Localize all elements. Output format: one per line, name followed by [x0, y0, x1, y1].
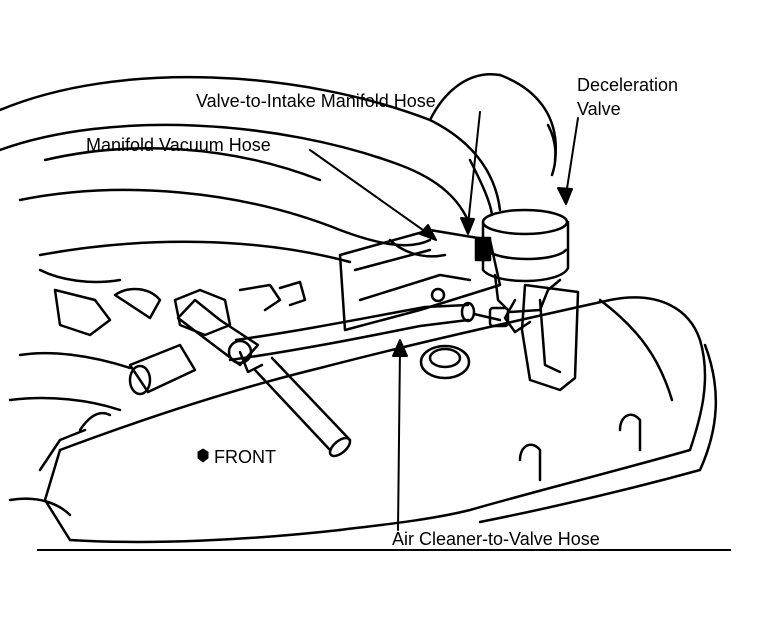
label-front: FRONT: [214, 447, 276, 467]
oil-fill-cap: [419, 344, 471, 380]
bottom-rule: [37, 549, 731, 551]
carburetor-linkage: [8, 268, 307, 517]
leader-lines: [309, 111, 579, 531]
label-deceleration-valve-line1: Deceleration: [577, 75, 679, 95]
label-air-cleaner-to-valve-hose: Air Cleaner-to-Valve Hose: [392, 529, 600, 549]
air-cleaner-hose: [238, 350, 352, 458]
deceleration-valve: [474, 208, 580, 392]
label-manifold-vacuum-hose: Manifold Vacuum Hose: [86, 135, 271, 155]
label-deceleration-valve-line2: Valve: [577, 99, 621, 119]
vacuum-fitting: [128, 298, 260, 396]
front-marker-icon: [197, 448, 209, 463]
label-valve-to-intake-hose: Valve-to-Intake Manifold Hose: [196, 91, 436, 111]
valve-cover: [43, 296, 718, 544]
manifold-vacuum-hose: [227, 301, 510, 365]
air-cleaner-housing: [0, 72, 557, 264]
